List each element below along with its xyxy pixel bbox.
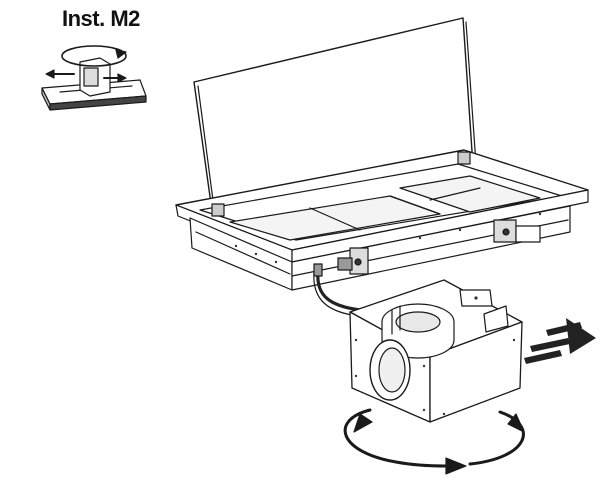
installation-thumbnail-icon <box>41 45 147 111</box>
installation-title: Inst. M2 <box>62 6 140 31</box>
motor-box <box>349 279 523 423</box>
airflow-arrow-icon <box>524 318 596 364</box>
hood-frame <box>175 149 589 291</box>
rotate-arrow-icon <box>343 408 525 475</box>
